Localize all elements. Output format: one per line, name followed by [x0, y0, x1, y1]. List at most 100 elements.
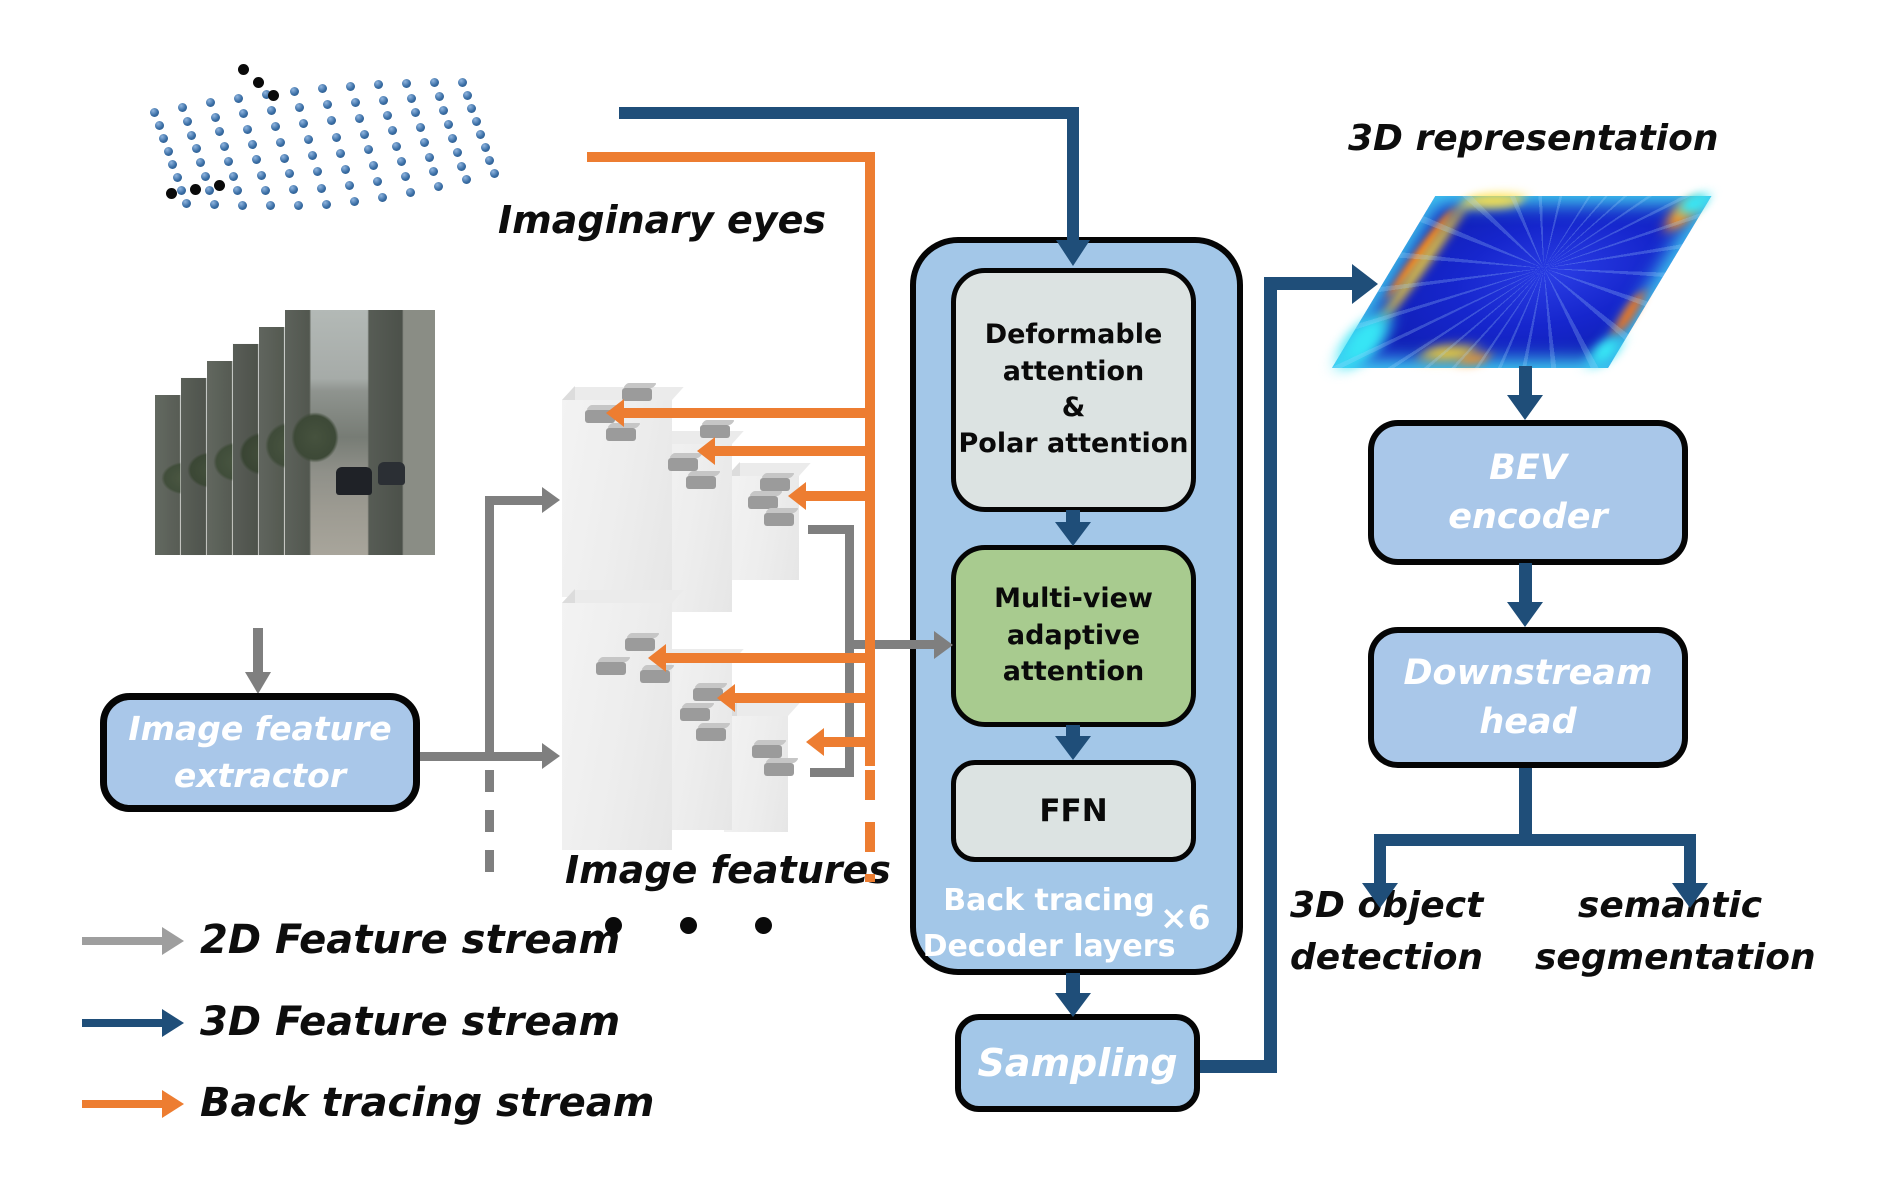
imaginary-eye-dot: [439, 106, 448, 116]
feature-token: [640, 670, 670, 683]
imaginary-eye-dot: [448, 133, 457, 143]
back-tracing-dashed-line: [865, 770, 875, 882]
arrowhead-right: [542, 487, 560, 513]
imaginary-eye-dot: [210, 112, 220, 122]
imaginary-eye-dot: [284, 169, 294, 179]
ellipsis-dot: [253, 77, 264, 88]
imaginary-eye-dot: [299, 119, 308, 129]
2d-stream-line: [845, 525, 854, 777]
back-tracing-line: [587, 152, 875, 162]
2d-stream-line: [420, 752, 542, 761]
detection-line2: detection: [1290, 937, 1484, 979]
imaginary-eye-dot: [396, 157, 406, 167]
imaginary-eye-dot: [480, 143, 490, 153]
sampling-box: Sampling: [955, 1014, 1200, 1112]
ffn-label: FFN: [1039, 793, 1108, 829]
imaginary-eye-dot: [163, 147, 173, 156]
arrowhead-right: [542, 743, 560, 769]
2d-stream-dashed-line: [485, 770, 494, 888]
3d-stream-line: [1374, 834, 1696, 846]
imaginary-eyes-point-cloud: [0, 0, 600, 260]
imaginary-eye-dot: [191, 144, 201, 154]
imaginary-eye-dot: [349, 196, 359, 206]
imaginary-eye-dot: [154, 121, 164, 130]
imaginary-eye-dot: [168, 160, 177, 169]
imaginary-eye-dot: [424, 152, 434, 162]
deformable-line: Polar attention: [958, 428, 1189, 460]
bev-heatmap: [1328, 194, 1713, 368]
car-silhouette: [378, 461, 405, 485]
feature-token: [686, 476, 716, 489]
imaginary-eye-dot: [243, 124, 252, 134]
multiview-adaptive-attention-box: Multi-view adaptive attention: [951, 545, 1196, 727]
arrowhead-down: [1507, 602, 1543, 627]
arrowhead-left: [648, 644, 666, 672]
imaginary-eye-dot: [359, 129, 369, 139]
imaginary-eye-dot: [377, 192, 387, 202]
2d-stream-line: [253, 628, 263, 674]
imaginary-eye-dot: [181, 199, 191, 208]
3d-stream-line: [619, 107, 1079, 119]
imaginary-eye-dot: [322, 100, 332, 110]
imaginary-eye-dot: [219, 142, 229, 152]
imaginary-eye-dot: [206, 98, 215, 108]
arrowhead-right: [1352, 264, 1378, 304]
imaginary-eye-dot: [271, 121, 280, 131]
imaginary-eye-dot: [485, 156, 494, 166]
arrowhead-down: [1672, 883, 1708, 908]
imaginary-eye-dot: [346, 81, 355, 91]
imaginary-eye-dot: [489, 169, 499, 179]
imaginary-eye-dot: [340, 164, 350, 174]
imaginary-eye-dot: [406, 93, 416, 103]
arrowhead-down: [1055, 522, 1091, 546]
3d-stream-line: [1200, 1060, 1277, 1073]
arrowhead-left: [717, 684, 735, 712]
imaginary-eye-dot: [317, 183, 326, 193]
imaginary-eye-dot: [462, 91, 472, 100]
arrowhead-right: [162, 1009, 184, 1037]
arrowhead-down: [1055, 736, 1091, 760]
decoder-caption-line1: Back tracing: [943, 883, 1155, 918]
ellipsis-dot: [680, 917, 697, 934]
3d-stream-line: [1519, 563, 1532, 603]
legend-2d-label: 2D Feature stream: [200, 917, 621, 963]
ellipsis-dot: [268, 90, 279, 101]
imaginary-eye-dot: [293, 201, 303, 211]
imaginary-eye-dot: [280, 153, 289, 163]
feature-token: [700, 425, 730, 438]
decoder-repeat-count: ×6: [1160, 898, 1211, 937]
arrowhead-down: [1056, 240, 1090, 266]
bev-encoder-box: BEV encoder: [1368, 420, 1688, 565]
imaginary-eye-dot: [368, 161, 378, 171]
imaginary-eye-dot: [172, 173, 182, 182]
feature-token: [622, 388, 652, 401]
imaginary-eye-dot: [458, 78, 467, 87]
arrowhead-down: [1507, 395, 1543, 420]
back-tracing-line: [735, 693, 865, 703]
multiview-line: adaptive: [1006, 619, 1141, 651]
bev-line1: BEV: [1489, 447, 1567, 488]
arrowhead-down: [245, 672, 271, 694]
imaginary-eye-dot: [430, 78, 439, 88]
imaginary-eye-dot: [238, 109, 248, 119]
imaginary-eye-dot: [374, 80, 383, 90]
imaginary-eye-dot: [327, 116, 336, 126]
imaginary-eye-dot: [405, 187, 415, 197]
arrowhead-left: [606, 399, 624, 427]
imaginary-eye-dot: [215, 127, 224, 137]
3d-stream-line: [1684, 834, 1696, 884]
legend-back-label: Back tracing stream: [200, 1080, 655, 1126]
imaginary-eye-dot: [318, 84, 327, 94]
3d-stream-line: [1519, 366, 1532, 396]
image-feature-extractor-box: Image feature extractor: [100, 693, 420, 812]
imaginary-eye-dot: [350, 97, 360, 107]
image-features-label: Image features: [565, 848, 891, 892]
ellipsis-dot: [238, 64, 249, 75]
imaginary-eye-dot: [247, 139, 257, 149]
arrowhead-right: [162, 1090, 184, 1118]
camera-image-front: [285, 310, 435, 555]
heatmap-streaks: [1332, 196, 1712, 368]
imaginary-eye-dot: [294, 103, 304, 113]
imaginary-eyes-label: Imaginary eyes: [498, 198, 826, 242]
